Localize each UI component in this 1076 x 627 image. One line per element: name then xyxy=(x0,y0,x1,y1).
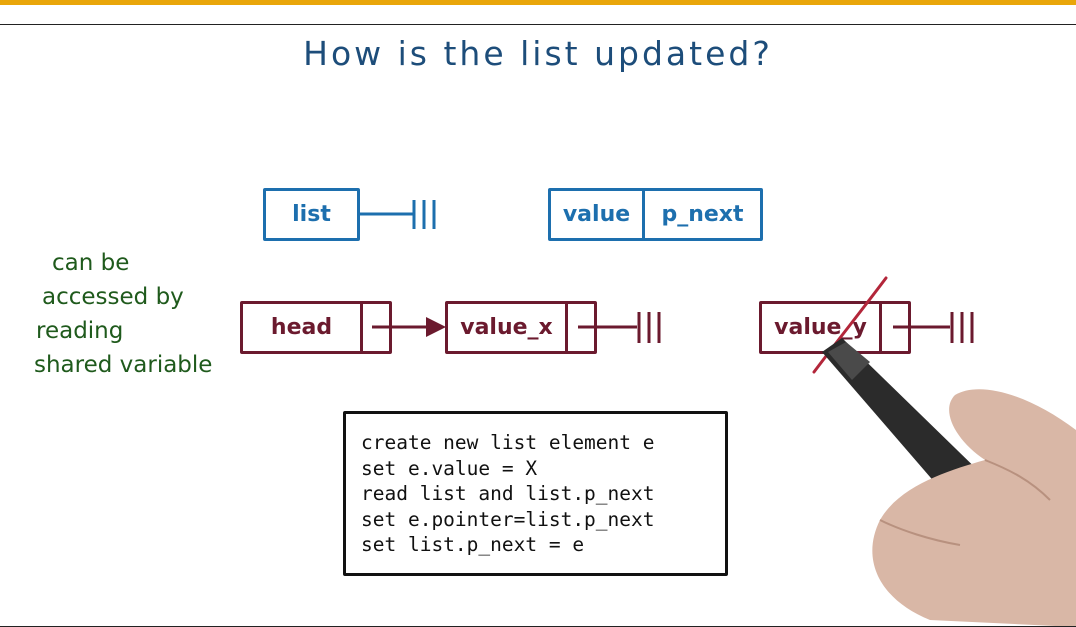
code-line-4: set e.pointer=list.p_next xyxy=(361,507,655,531)
note-line-3: reading xyxy=(36,318,124,344)
note-line-1: can be xyxy=(52,250,130,276)
value-x-label: value_x xyxy=(460,315,553,340)
list-node: list xyxy=(263,188,360,241)
null-terminator-icon xyxy=(360,200,436,229)
head-label: head xyxy=(270,315,333,340)
value-y-node: value_y xyxy=(759,301,911,354)
head-divider xyxy=(360,304,363,351)
list-label: list xyxy=(292,202,331,227)
null-terminator-icon xyxy=(893,312,974,343)
note-line-2: accessed by xyxy=(42,284,184,310)
handwritten-note: can be accessed by reading shared variab… xyxy=(30,246,250,382)
accent-bar xyxy=(0,0,1076,5)
value-y-divider xyxy=(879,304,882,351)
value-x-node: value_x xyxy=(445,301,597,354)
code-line-1: create new list element e xyxy=(361,431,655,454)
null-terminator-icon xyxy=(578,312,661,343)
top-divider xyxy=(0,24,1076,25)
value-y-label: value_y xyxy=(774,315,867,340)
arrow-icon xyxy=(372,317,446,337)
hand-with-marker xyxy=(822,338,1076,627)
field-divider xyxy=(642,191,645,238)
pnext-field-label: p_next xyxy=(661,202,744,227)
element-structure-node: value p_next xyxy=(548,188,763,241)
pseudocode-box: create new list element e set e.value = … xyxy=(343,411,728,576)
strike-through-mark xyxy=(812,276,888,374)
code-line-3: read list and list.p_next xyxy=(361,482,655,505)
value-x-divider xyxy=(565,304,568,351)
code-line-2: set e.value = X xyxy=(361,456,538,480)
value-field-label: value xyxy=(562,202,631,227)
page-title: How is the list updated? xyxy=(303,34,773,73)
code-line-5: set list.p_next = e xyxy=(361,533,585,556)
note-line-4: shared variable xyxy=(34,352,213,378)
